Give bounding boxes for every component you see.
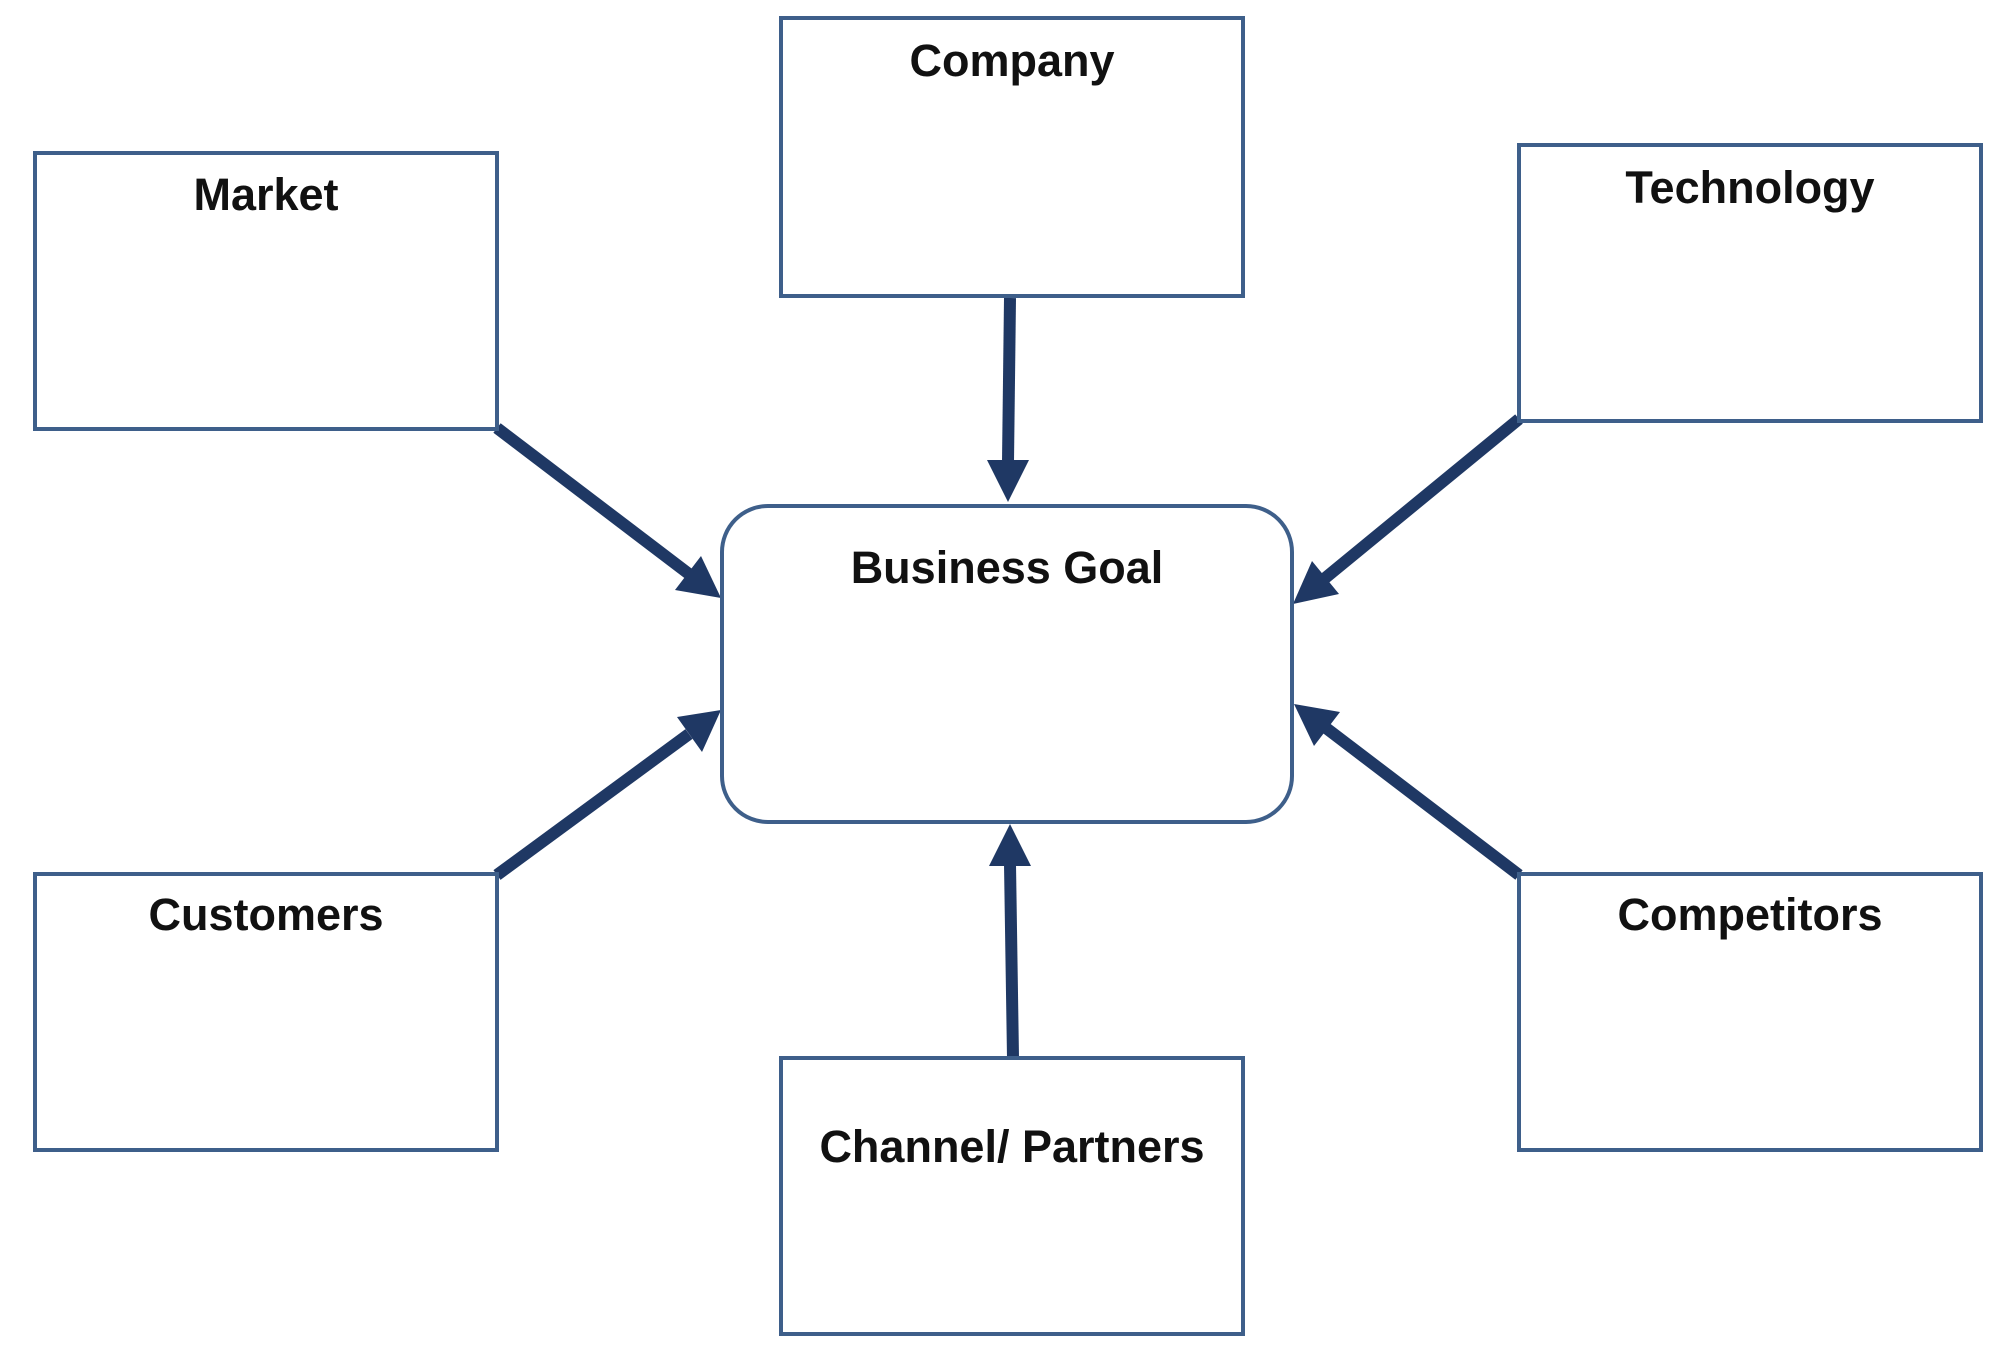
technology-node: Technology [1517,143,1983,423]
arrowhead-icon [987,460,1029,502]
market-node: Market [33,151,499,431]
arrowhead-icon [1293,561,1339,604]
competitors-node: Competitors [1517,872,1983,1152]
arrow-technology-to-business-goal [1293,414,1523,604]
business-goal-label: Business Goal [851,542,1164,593]
arrow-customers-to-business-goal [493,710,721,880]
customers-label: Customers [148,889,383,940]
channel-partners-node: Channel/ Partners [779,1056,1245,1336]
arrow-channel-partners-to-business-goal [989,824,1031,1059]
arrowhead-icon [675,556,721,598]
company-label: Company [909,35,1114,86]
arrowhead-icon [677,710,721,752]
company-node: Company [779,16,1245,298]
competitors-label: Competitors [1617,889,1882,940]
arrow-competitors-to-business-goal [1294,704,1523,880]
arrow-market-to-business-goal [493,423,721,598]
arrowhead-icon [1294,704,1340,746]
technology-label: Technology [1625,162,1874,213]
market-label: Market [193,169,338,220]
customers-node: Customers [33,872,499,1152]
channel-partners-label: Channel/ Partners [819,1121,1204,1172]
arrowhead-icon [989,824,1031,866]
business-goal-node: Business Goal [720,504,1294,824]
arrow-company-to-business-goal [987,297,1029,502]
